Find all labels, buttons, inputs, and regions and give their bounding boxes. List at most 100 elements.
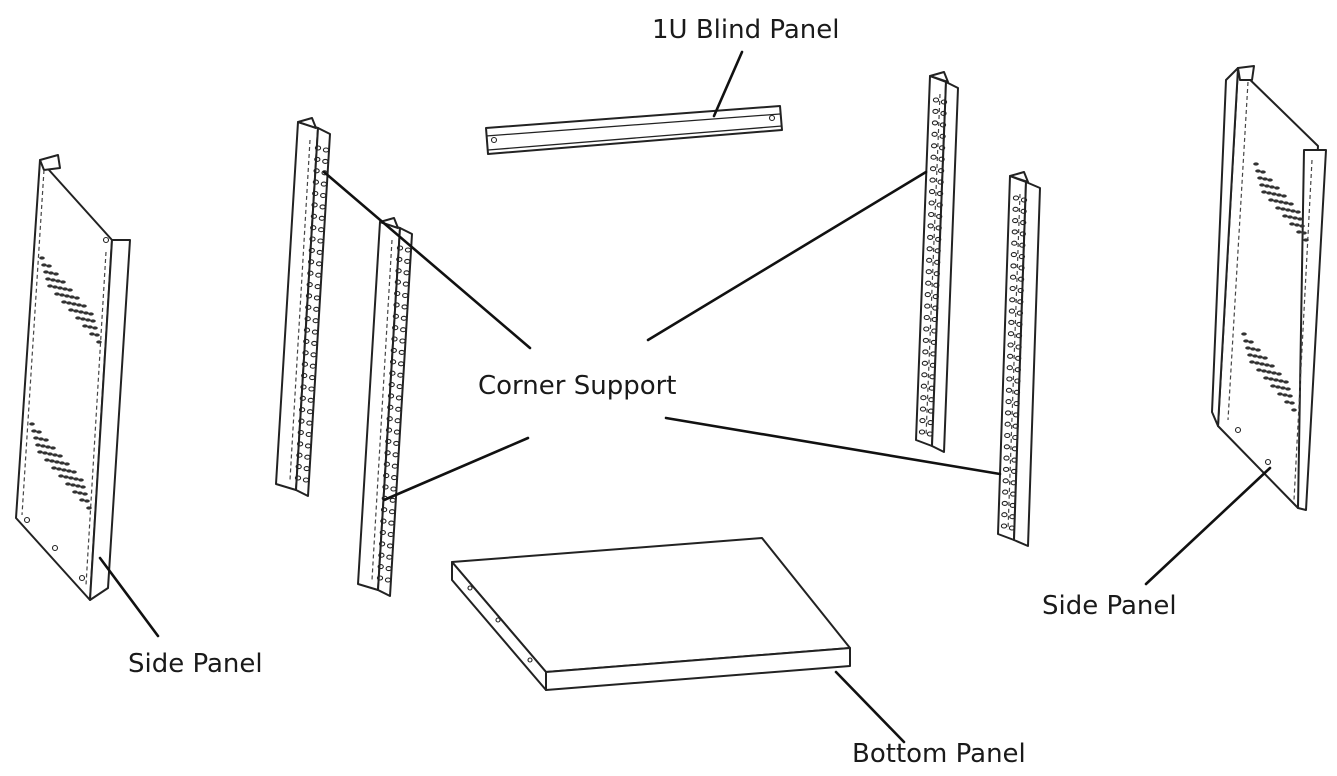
mounting-hole — [386, 543, 394, 549]
mounting-hole — [930, 154, 937, 160]
vent-slot — [1247, 353, 1253, 357]
vent-slot — [1282, 393, 1288, 397]
mounting-hole — [934, 259, 941, 265]
mounting-hole — [919, 418, 926, 424]
mounting-hole — [391, 463, 399, 469]
mounting-hole — [314, 145, 322, 151]
vent-slot — [1250, 347, 1256, 351]
mounting-hole — [1011, 457, 1018, 463]
mounting-hole — [402, 281, 410, 287]
mounting-hole — [305, 431, 312, 438]
mounting-holes-cs2 — [376, 245, 412, 583]
vent-slot — [88, 312, 94, 316]
mounting-hole — [935, 225, 942, 231]
mounting-hole — [383, 473, 390, 479]
mounting-hole — [396, 256, 403, 262]
leader-corner-support-2 — [382, 436, 530, 502]
mounting-hole — [310, 352, 317, 358]
mounting-hole — [1015, 344, 1022, 350]
vent-slot — [1287, 394, 1293, 398]
mounting-hole — [384, 450, 391, 456]
vent-slot — [62, 287, 68, 291]
vent-slot — [43, 438, 49, 442]
vent-slot — [75, 316, 81, 320]
label-bottom-panel: Bottom Panel — [852, 739, 1026, 769]
mounting-hole — [1002, 489, 1009, 495]
mounting-hole — [303, 338, 310, 344]
vent-slot — [1290, 209, 1296, 213]
vent-slot — [68, 308, 74, 312]
mounting-hole — [397, 372, 404, 378]
mounting-hole — [399, 338, 406, 344]
label-side-panel-left: Side Panel — [128, 649, 263, 679]
mounting-hole — [402, 292, 409, 299]
vent-slot — [1257, 355, 1263, 359]
mounting-holes-cs4 — [1000, 195, 1028, 531]
vent-slot — [50, 278, 56, 282]
mounting-hole — [306, 282, 313, 288]
mounting-hole — [389, 497, 396, 503]
mounting-hole — [1009, 502, 1016, 508]
vent-slot — [1285, 387, 1291, 391]
vent-slot — [1271, 192, 1277, 196]
vent-slot — [45, 277, 51, 281]
vent-slot — [59, 293, 65, 297]
vent-slot — [45, 445, 51, 449]
mounting-hole — [932, 97, 940, 103]
leader-bottom-panel — [834, 670, 906, 744]
mounting-hole — [1012, 206, 1019, 212]
mounting-hole — [935, 236, 942, 242]
mounting-hole — [307, 270, 314, 276]
vent-slot — [1278, 200, 1284, 204]
vent-slot — [73, 309, 79, 313]
vent-slot — [1253, 162, 1259, 166]
vent-slot — [1262, 356, 1268, 360]
mounting-hole — [301, 373, 308, 379]
mounting-hole — [926, 257, 933, 263]
vent-slot — [56, 467, 62, 471]
mounting-hole — [1004, 421, 1011, 427]
mounting-hole — [378, 552, 385, 558]
mounting-hole — [1013, 401, 1020, 407]
vent-slot — [41, 263, 47, 267]
mounting-hole — [388, 520, 395, 526]
mounting-hole — [395, 395, 403, 401]
vent-slot — [58, 474, 64, 478]
mounting-hole — [313, 168, 320, 174]
vent-slot — [1273, 378, 1279, 382]
mounting-hole — [401, 304, 408, 310]
mounting-hole — [303, 466, 310, 472]
mounting-hole — [296, 452, 303, 458]
vent-slot — [57, 454, 63, 458]
vent-slot — [63, 475, 69, 479]
vent-slot — [59, 461, 65, 465]
vent-slot — [61, 468, 67, 472]
mounting-hole — [300, 384, 307, 390]
mounting-hole — [304, 454, 311, 460]
mounting-hole — [1008, 308, 1016, 314]
vent-slot — [1270, 384, 1276, 388]
mounting-hole — [929, 362, 937, 368]
mounting-hole — [1019, 242, 1026, 248]
mounting-hole — [387, 404, 394, 410]
mounting-hole — [385, 566, 392, 572]
mounting-hole — [937, 168, 945, 174]
vent-slot — [1261, 190, 1267, 194]
mounting-hole — [307, 259, 315, 265]
vent-slot — [83, 311, 89, 315]
mounting-hole — [925, 280, 932, 286]
vent-slot — [75, 484, 81, 488]
mounting-hole — [395, 406, 402, 412]
mounting-hole — [1012, 218, 1019, 224]
vent-slot — [81, 304, 87, 308]
mounting-hole — [311, 202, 318, 208]
mounting-hole — [926, 246, 933, 252]
mounting-hole — [1006, 376, 1013, 382]
vent-slot — [50, 446, 56, 450]
vent-slot — [1280, 207, 1286, 211]
vent-slots-right-top — [1253, 162, 1309, 242]
vent-slot — [1241, 332, 1247, 336]
mounting-hole — [396, 384, 403, 390]
vent-slot — [1252, 354, 1258, 358]
mounting-hole — [1011, 240, 1018, 246]
